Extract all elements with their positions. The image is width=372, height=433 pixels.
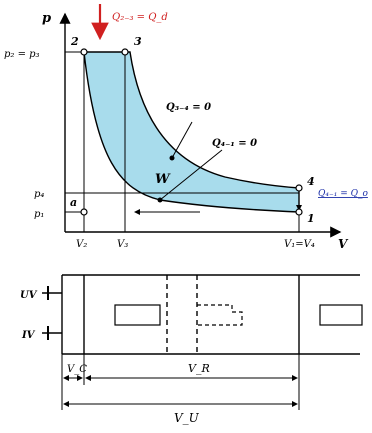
point-2-label: 2 xyxy=(70,35,79,48)
point-a-dot xyxy=(80,208,88,216)
axis-v-label: V xyxy=(338,237,349,251)
piston-right xyxy=(319,304,363,326)
vr-label: V_R xyxy=(188,362,210,375)
q41-leader xyxy=(159,149,223,201)
piston-left xyxy=(114,304,161,326)
axis-p-label: p xyxy=(42,11,51,26)
vc-label: V_C xyxy=(67,364,87,375)
q34-label: Q₃₋₄ = 0 xyxy=(166,102,211,113)
point-3-label: 3 xyxy=(134,35,142,48)
iv-label: IV xyxy=(21,330,36,341)
v3-label: V₃ xyxy=(117,239,128,250)
v2-label: V₂ xyxy=(76,239,87,250)
cycle-work-area xyxy=(83,51,300,213)
p2-p3-label: p₂ = p₃ xyxy=(4,49,40,60)
uv-label: UV xyxy=(20,290,38,301)
q34-leader xyxy=(171,121,193,159)
engine-schematic: UV IV V_C V_R V_U xyxy=(20,274,363,425)
v1-v4-label: V₁=V₄ xyxy=(284,239,315,250)
point-4-dot xyxy=(295,184,303,192)
q41-out-label: Q₄₋₁ = Q_o xyxy=(318,189,368,199)
connecting-rod-dashed xyxy=(197,304,243,326)
pv-diagram: p V 2 3 4 1 a p₂ = p₃ p₄ p₁ V₂ V₃ V₁=V₄ … xyxy=(4,4,368,251)
point-3-dot xyxy=(121,48,129,56)
point-2-dot xyxy=(80,48,88,56)
point-1-label: 1 xyxy=(307,212,315,225)
point-1-dot xyxy=(295,208,303,216)
work-label: W xyxy=(155,172,171,187)
point-a-label: a xyxy=(70,196,77,209)
p4-label: p₄ xyxy=(34,189,44,200)
point-4-label: 4 xyxy=(307,175,315,188)
q41-label: Q₄₋₁ = 0 xyxy=(212,138,257,149)
p1-label: p₁ xyxy=(34,209,44,220)
q23-label: Q₂₋₃ = Q_d xyxy=(112,12,168,23)
vu-label: V_U xyxy=(174,411,200,425)
